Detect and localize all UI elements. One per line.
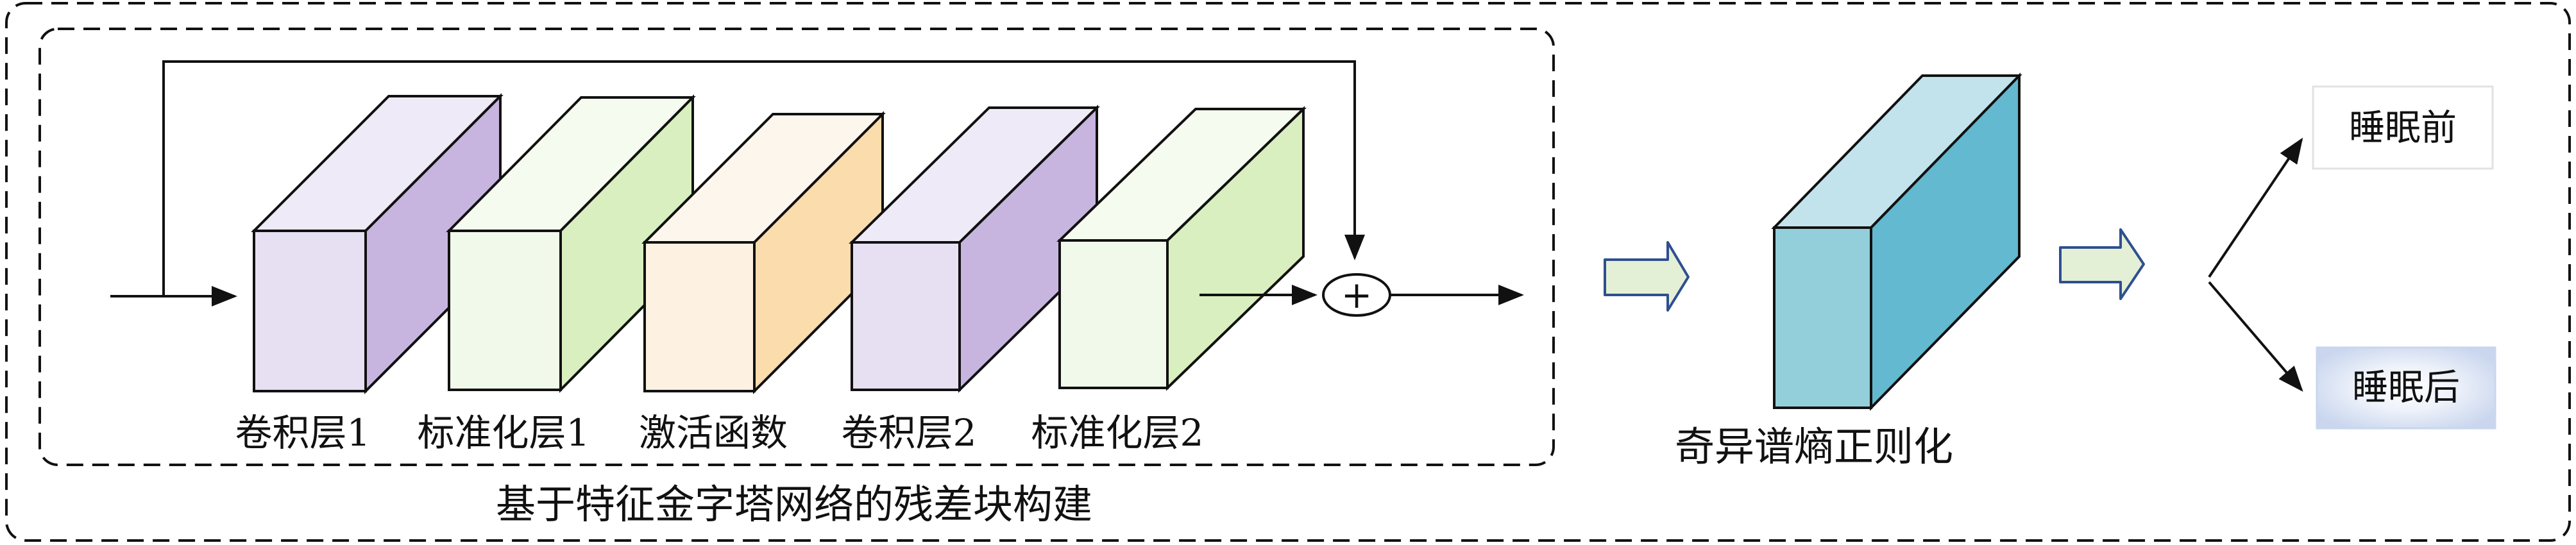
regularization-cuboid	[1771, 72, 2022, 411]
adder-symbol: +	[1341, 273, 1373, 317]
layer-label-5: 标准化层2	[1031, 411, 1204, 455]
layer-label-1: 卷积层1	[235, 411, 371, 455]
regularization-label: 奇异谱熵正则化	[1675, 423, 1953, 470]
layer-cuboid-5	[1056, 106, 1307, 391]
after-sleep-box	[2316, 346, 2496, 430]
flow-block-arrow-2	[2059, 228, 2145, 300]
cuboid-front	[1058, 239, 1169, 389]
outer-frame	[5, 2, 2571, 542]
skip-connection-path	[162, 60, 1365, 296]
cuboid-front	[851, 241, 961, 391]
residual-block-frame	[38, 28, 1555, 466]
branch-arrow-up	[2208, 137, 2303, 278]
cuboid-front	[448, 230, 562, 391]
after-sleep-label: 睡眠后	[2352, 367, 2460, 409]
before-sleep-box	[2312, 85, 2494, 170]
cuboid-front	[1773, 226, 1872, 409]
branch-arrow-down	[2208, 281, 2303, 392]
cuboid-front	[643, 241, 756, 392]
layer-cuboid-3	[641, 111, 886, 394]
flow-block-arrow-1	[1604, 241, 1690, 312]
layer-label-2: 标准化层1	[418, 411, 590, 455]
layer-label-4: 卷积层2	[842, 411, 977, 455]
cuboid-front	[253, 230, 367, 392]
layer-label-3: 激活函数	[639, 411, 788, 455]
layer-cuboid-1	[251, 93, 504, 394]
residual-block-caption: 基于特征金字塔网络的残差块构建	[496, 481, 1092, 528]
before-sleep-label: 睡眠前	[2349, 108, 2457, 149]
